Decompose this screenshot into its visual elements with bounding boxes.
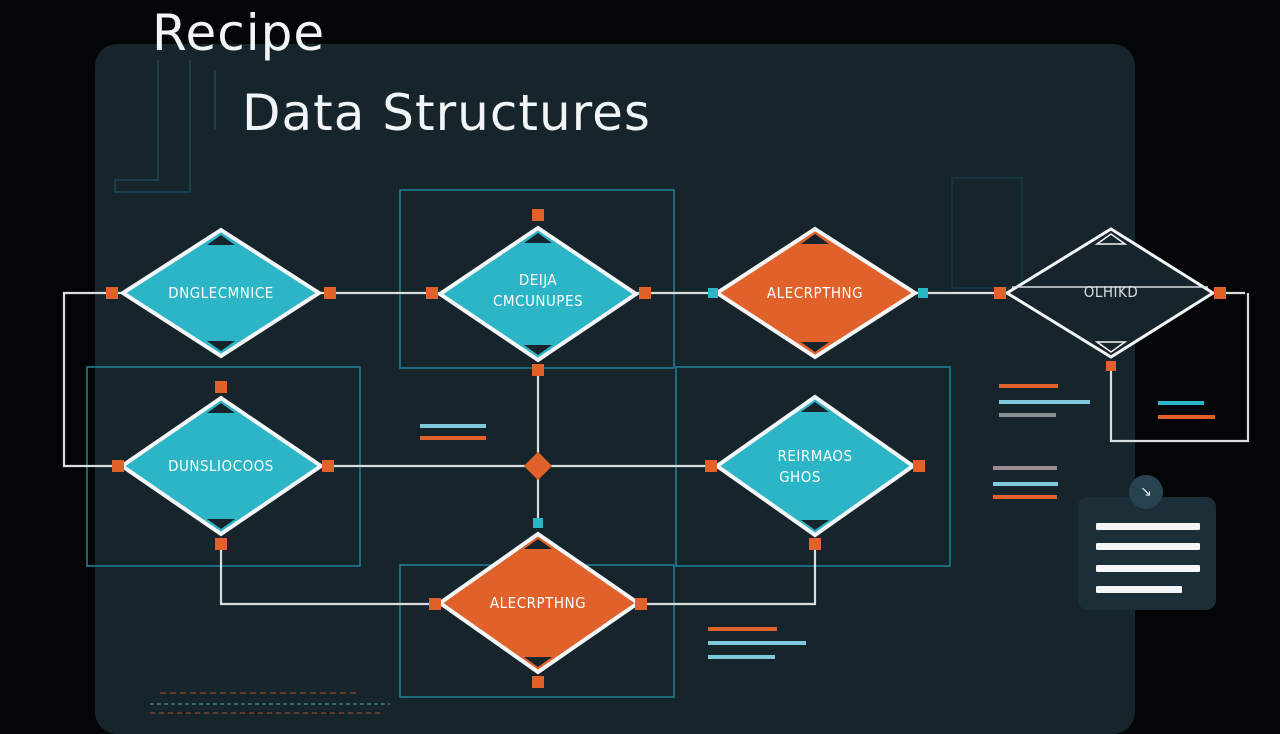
node-3[interactable]: ALECRPTHNG [713,226,919,360]
port [705,460,717,472]
node-1[interactable]: DNGLECMNICE [119,227,323,359]
port [106,287,118,299]
port [112,460,124,472]
port [429,598,441,610]
connector-ports-teal [533,288,928,528]
port [533,518,543,528]
port [322,460,334,472]
port [324,287,336,299]
footer-decorative-lines [150,692,390,714]
port [994,287,1006,299]
port [635,598,647,610]
port [532,364,544,376]
node-7[interactable]: ALECRPTHNG [436,531,642,675]
decorative-blueprint-lines [114,60,216,193]
text-lines-right-top [999,384,1090,417]
node-7-label: ALECRPTHNG [490,594,586,612]
port [918,288,928,298]
text-lines-right-mid [993,466,1058,499]
page-subtitle: Data Structures [242,84,651,142]
node-4-label: OLHIKD [1084,283,1139,301]
clipboard-icon[interactable] [1078,497,1216,610]
node-3-label: ALECRPTHNG [767,284,863,302]
group-box-far-right [951,177,1023,289]
port [1214,287,1226,299]
node-6[interactable]: REIRMAOS GHOS [713,394,917,538]
node-5-label: DUNSLIOCOOS [168,457,274,475]
port [809,538,821,550]
port [708,288,718,298]
node-4[interactable]: OLHIKD [1004,227,1216,359]
clipboard-line [1096,586,1182,593]
node-5[interactable]: DUNSLIOCOOS [118,395,325,537]
connector-ports [106,209,1226,688]
node-2-label-line2: CMCUNUPES [493,292,583,310]
clipboard-line [1096,523,1200,530]
pin-icon: ↘ [1129,475,1163,509]
port [215,538,227,550]
connector-bottom-right [640,543,817,606]
clipboard-line [1096,543,1200,550]
port [215,381,227,393]
port [426,287,438,299]
node-1-label: DNGLECMNICE [168,284,274,302]
page-title: Recipe [152,4,326,62]
port [1106,361,1116,371]
text-lines-far-right [1158,401,1215,419]
connector-right-loop [1109,293,1250,443]
port [532,209,544,221]
clipboard-line [1096,565,1200,572]
connector-left-loop [62,291,118,468]
text-lines-bottom [708,627,806,659]
port [913,460,925,472]
node-6-label-line1: REIRMAOS [777,447,852,465]
node-2[interactable]: DEIJA CMCUNUPES [436,225,640,363]
port [532,676,544,688]
port [639,287,651,299]
node-6-label-line2: GHOS [779,468,821,486]
text-lines-left [420,424,486,440]
node-2-label-line1: DEIJA [519,271,558,289]
connector-bottom-left [219,543,435,606]
junction-diamond [523,451,553,481]
